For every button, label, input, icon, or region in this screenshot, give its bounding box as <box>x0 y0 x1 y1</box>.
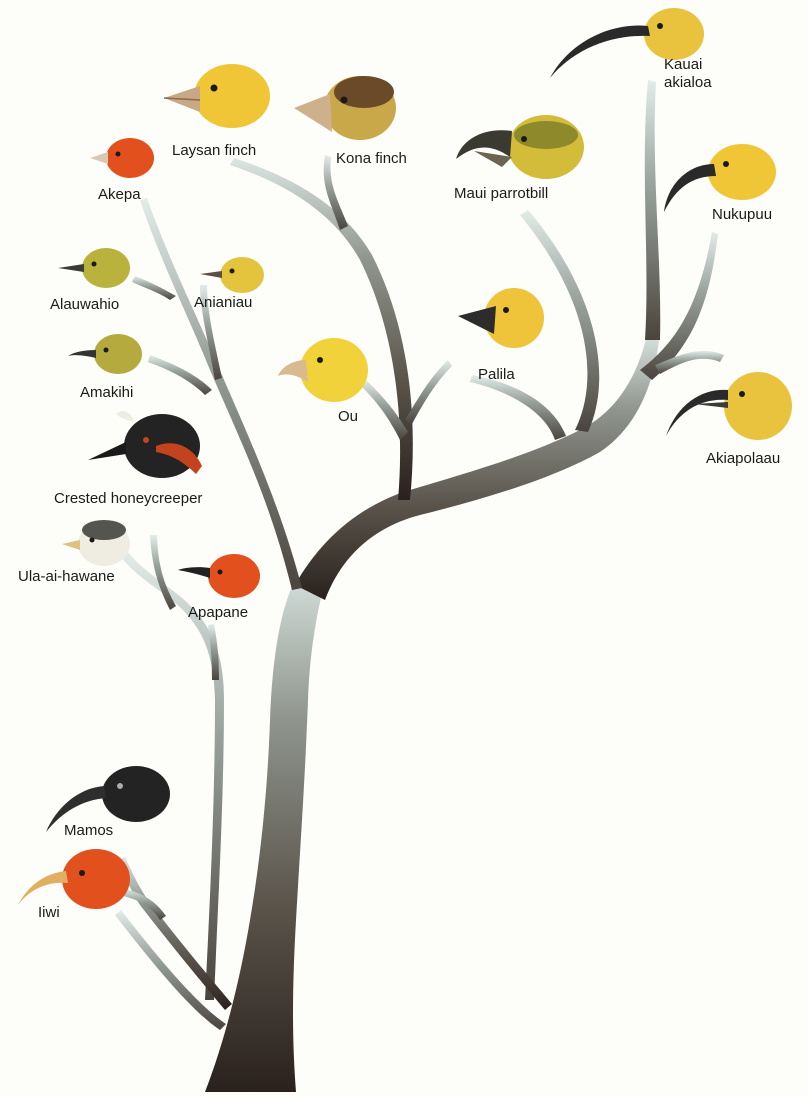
palila-head-icon <box>456 286 544 352</box>
branch-middle <box>230 158 413 500</box>
label-palila: Palila <box>478 366 515 384</box>
label-kauai-akialoa-line1: Kauai <box>664 56 702 74</box>
crested-honeycreeper-head-icon <box>86 408 206 480</box>
label-alauwahio: Alauwahio <box>50 296 119 314</box>
label-mamos: Mamos <box>64 822 113 840</box>
kona-finch-head-icon <box>292 70 400 142</box>
label-iiwi: Iiwi <box>38 904 60 922</box>
branch-ula-ai-hawane <box>150 535 176 610</box>
label-apapane: Apapane <box>188 604 248 622</box>
label-anianiau: Anianiau <box>194 294 252 312</box>
branch-palila <box>470 375 566 440</box>
amakihi-head-icon <box>66 332 142 376</box>
label-maui-parrotbill: Maui parrotbill <box>454 185 548 203</box>
branch-ou-2 <box>405 360 452 424</box>
label-nukupuu: Nukupuu <box>712 206 772 224</box>
nukupuu-head-icon <box>660 142 778 214</box>
label-ou: Ou <box>338 408 358 426</box>
label-amakihi: Amakihi <box>80 384 133 402</box>
label-akepa: Akepa <box>98 186 141 204</box>
iiwi-head-icon <box>16 845 130 915</box>
branch-alauwahio <box>132 276 176 300</box>
branch-amakihi <box>148 355 212 395</box>
apapane-head-icon <box>176 550 260 600</box>
trunk <box>205 560 330 1092</box>
laysan-finch-head-icon <box>160 58 272 130</box>
akepa-head-icon <box>88 136 154 182</box>
branch-kauai-akialoa <box>645 80 660 340</box>
label-laysan-finch: Laysan finch <box>172 142 256 160</box>
maui-parrotbill-head-icon <box>454 113 586 183</box>
label-akiapolaau: Akiapolaau <box>706 450 780 468</box>
alauwahio-head-icon <box>56 246 130 290</box>
label-ula-ai-hawane: Ula-ai-hawane <box>18 568 115 586</box>
akiapolaau-head-icon <box>664 366 794 446</box>
ou-head-icon <box>276 336 370 406</box>
label-kona-finch: Kona finch <box>336 150 407 168</box>
label-crested-honeycreeper: Crested honeycreeper <box>54 490 202 508</box>
ula-ai-hawane-head-icon <box>60 518 130 568</box>
label-kauai-akialoa-line2: akialoa <box>664 74 712 92</box>
anianiau-head-icon <box>198 255 266 295</box>
